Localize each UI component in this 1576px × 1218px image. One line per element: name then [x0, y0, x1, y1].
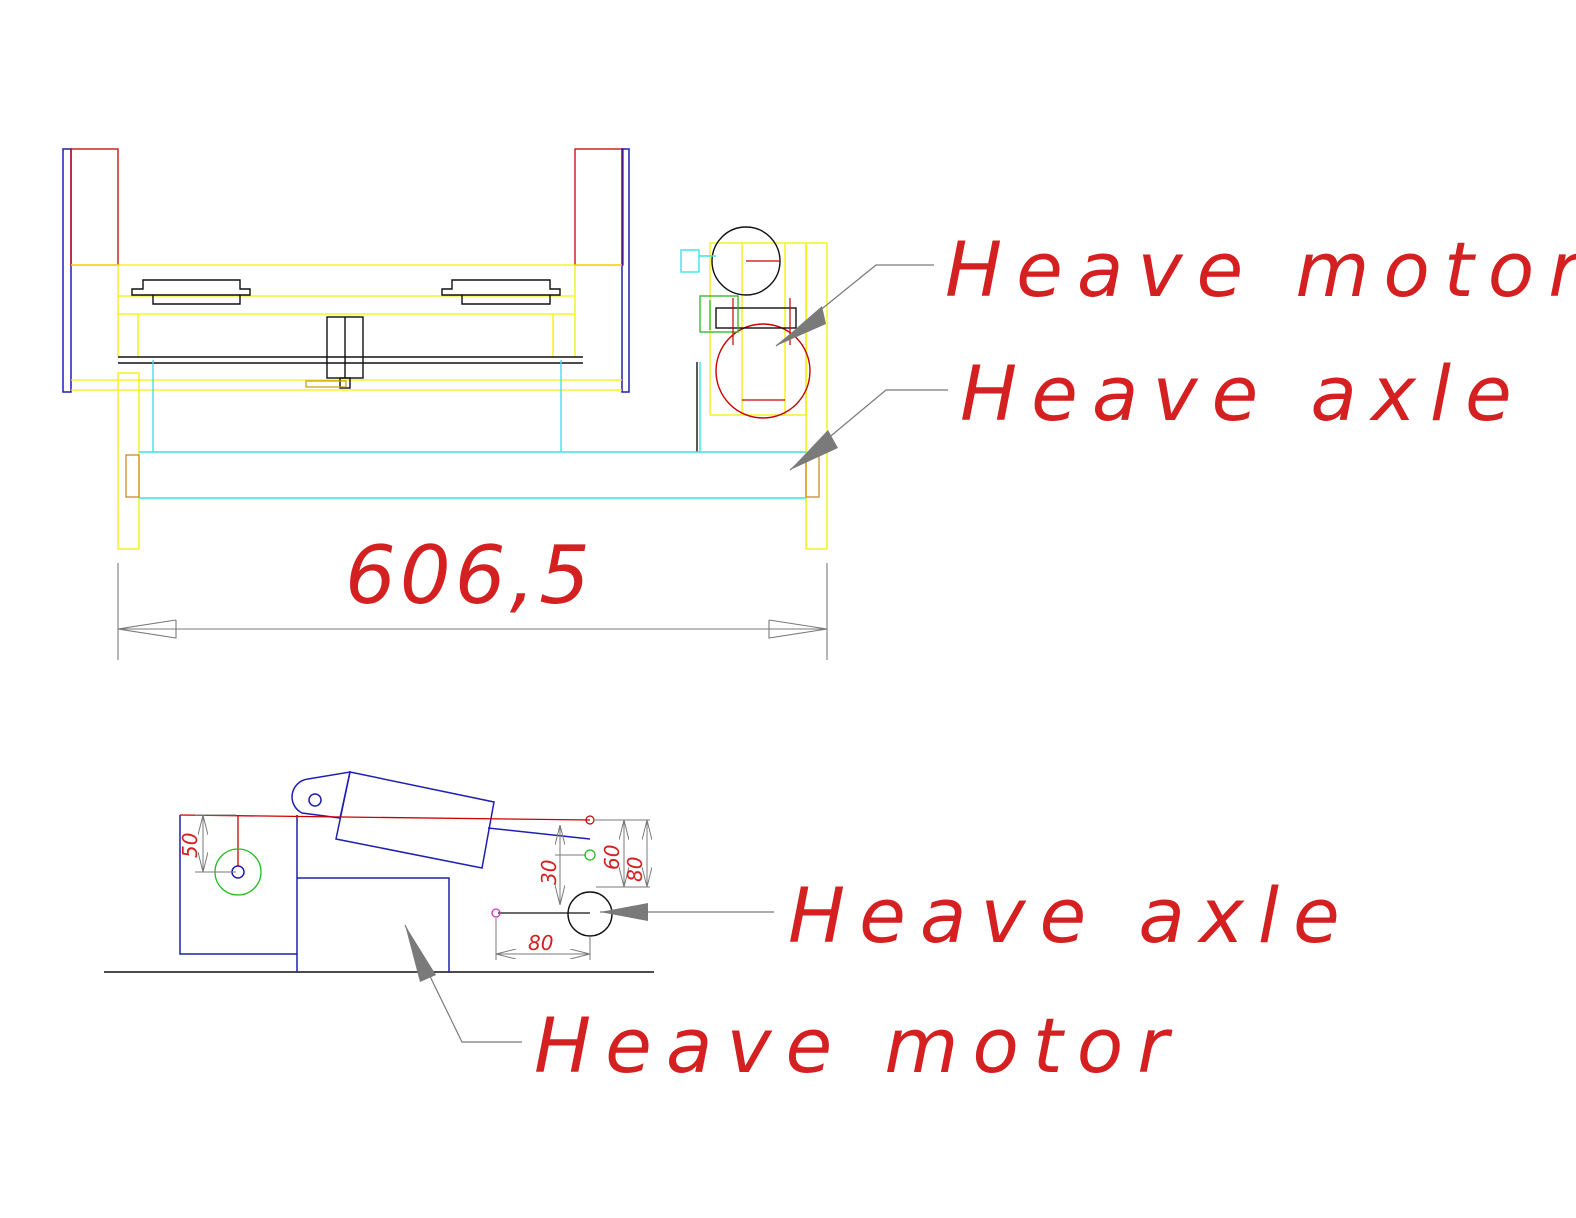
top-view: Heave motor Heave axle 606,5	[62, 148, 1576, 660]
dim-50: 50	[178, 833, 202, 858]
left-side-rail	[62, 148, 72, 393]
overall-width-value: 606,5	[345, 529, 594, 622]
left-upright-block	[70, 148, 119, 266]
overall-width-dimension	[117, 563, 828, 660]
bottom-heave-motor-label: Heave motor	[534, 1001, 1182, 1090]
top-heave-motor-leader	[775, 264, 934, 347]
side-view: 50 60 80 30 80 Heave axle Heave motor	[104, 771, 1354, 1090]
right-pivot-ring	[584, 849, 596, 861]
dim-80-vertical: 80	[623, 857, 647, 882]
left-end-cap	[125, 454, 140, 498]
top-heave-motor-label: Heave motor	[945, 225, 1576, 314]
gear-mechanism	[699, 295, 739, 333]
axle-circle	[567, 891, 613, 937]
right-side-rail	[621, 148, 630, 393]
center-beam	[118, 226, 811, 452]
left-reference-point	[491, 908, 501, 918]
bottom-heave-axle-leader	[600, 903, 774, 921]
side-dimensions	[195, 814, 650, 960]
reference-line	[179, 814, 591, 821]
right-upright-block	[574, 148, 624, 266]
dim-30: 30	[537, 860, 561, 885]
bottom-heave-motor-leader	[404, 924, 522, 1043]
bottom-heave-axle-label: Heave axle	[788, 871, 1354, 960]
handle-stub	[305, 380, 347, 388]
dim-80-horizontal: 80	[528, 931, 553, 955]
top-heave-axle-leader	[789, 389, 948, 471]
axle-tube	[139, 249, 806, 499]
dim-60: 60	[600, 845, 624, 870]
top-heave-axle-label: Heave axle	[960, 349, 1526, 438]
